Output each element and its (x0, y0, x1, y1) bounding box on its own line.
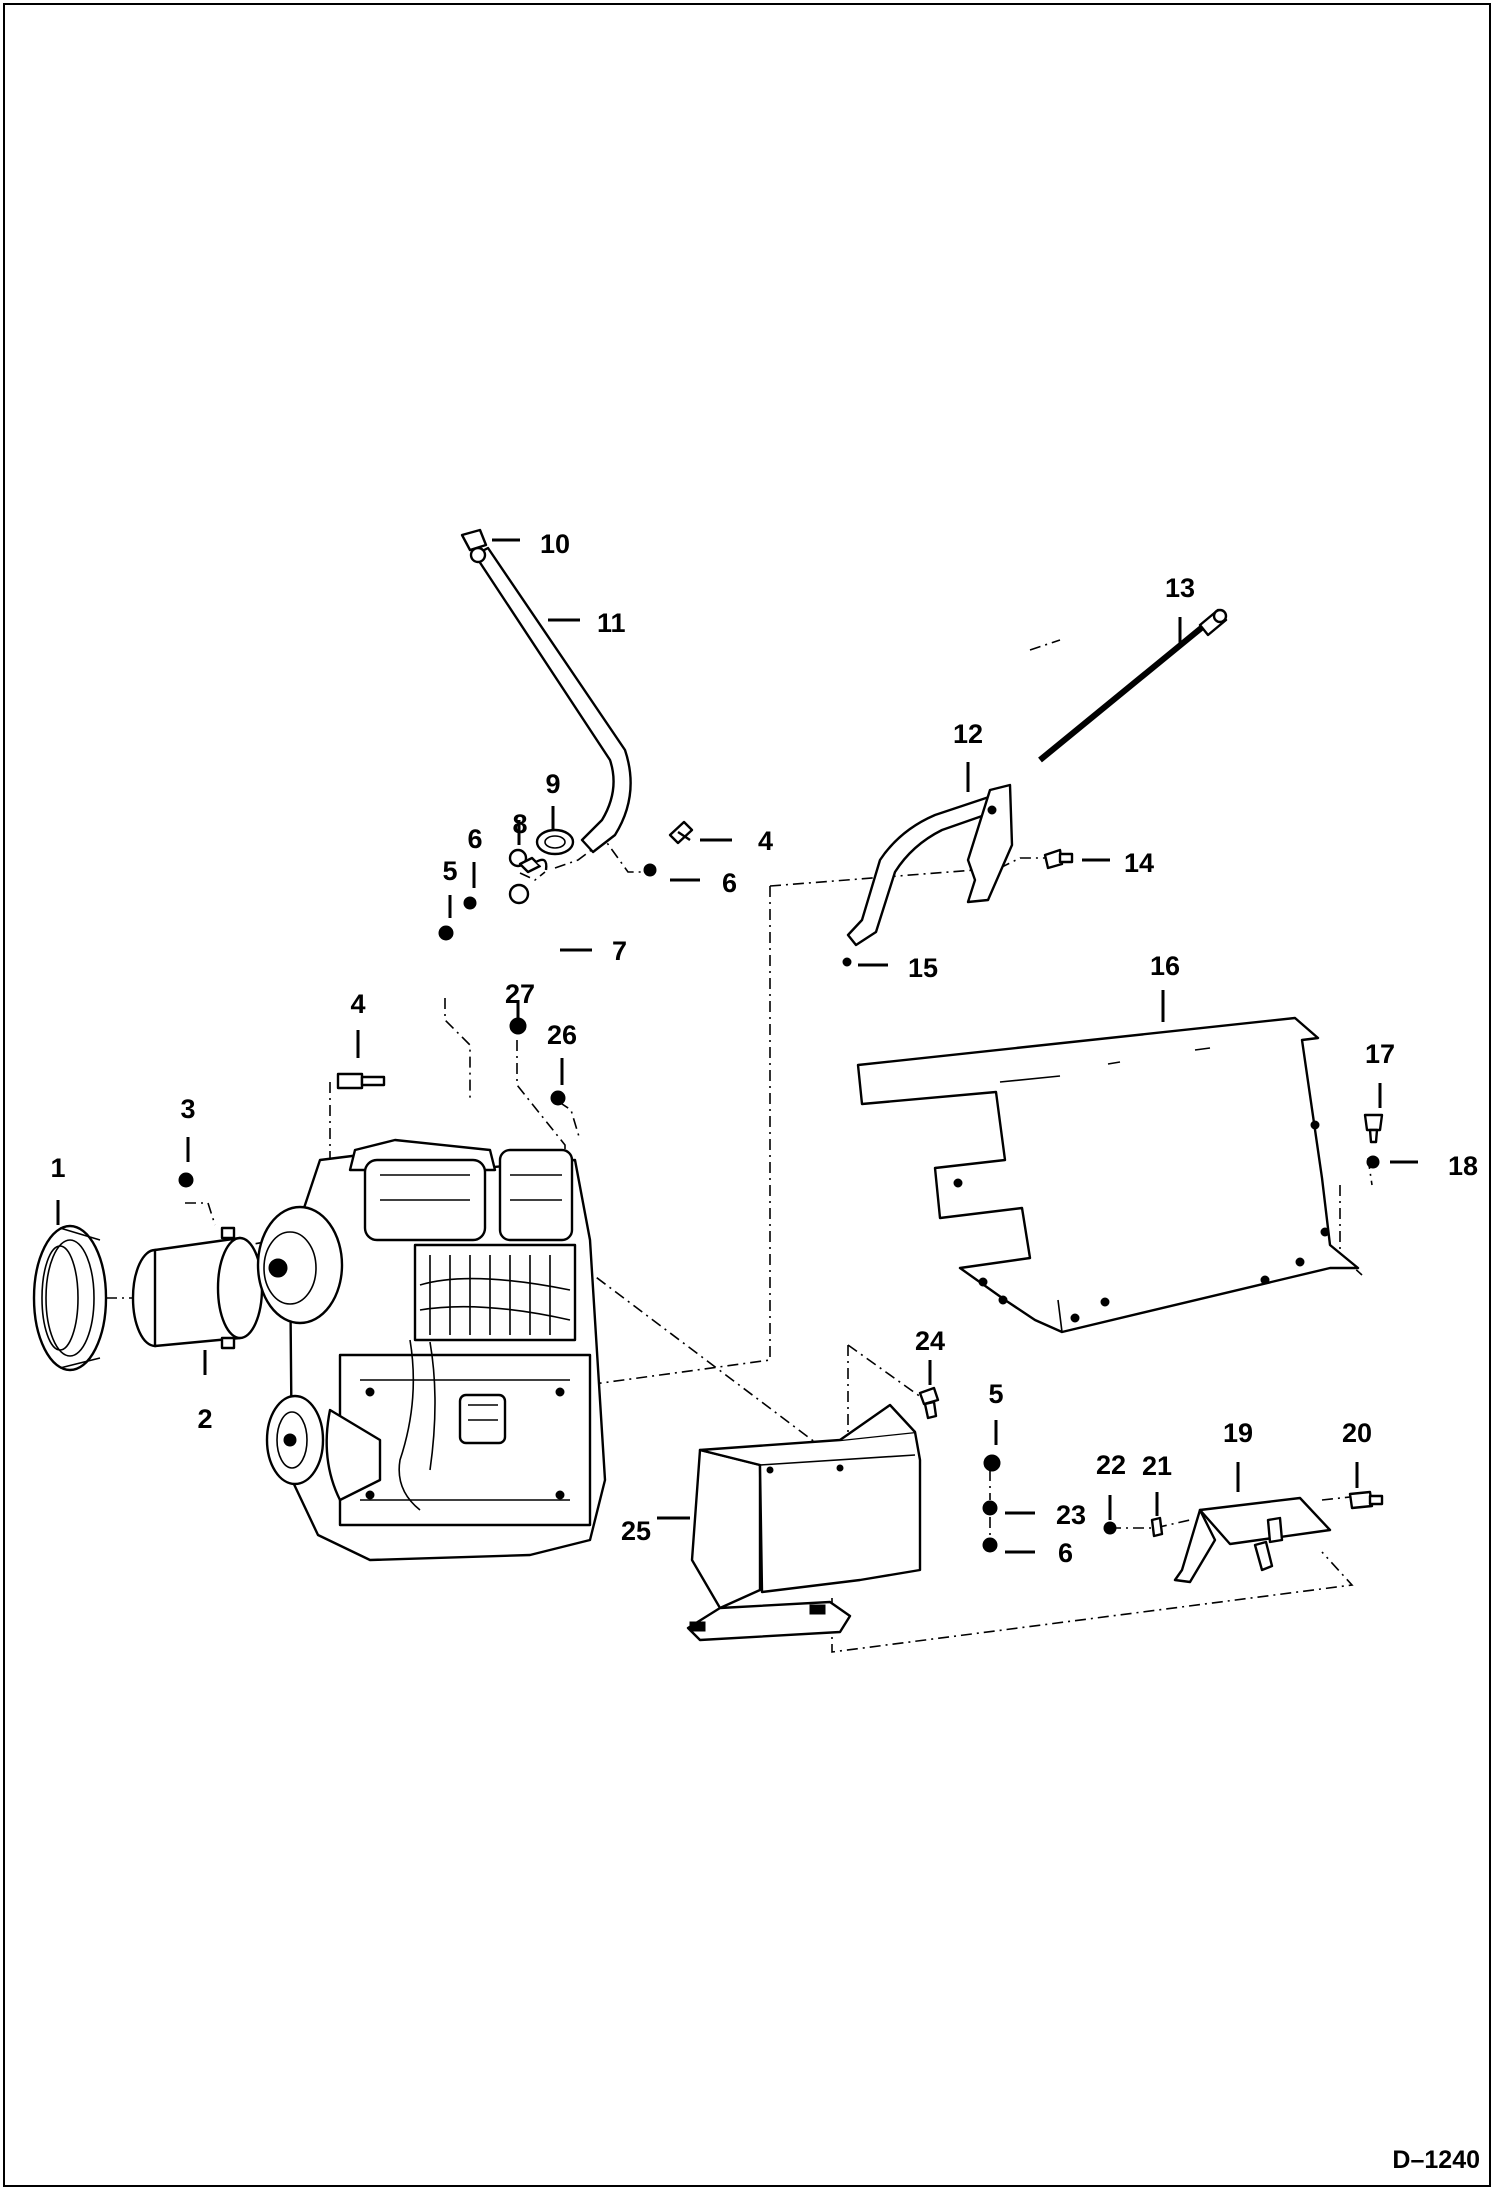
callout-7: 7 (612, 936, 627, 966)
part-13-dipstick (1038, 608, 1228, 763)
callout-10: 10 (540, 529, 570, 559)
part-16-panel (856, 1016, 1360, 1334)
callout-19: 19 (1223, 1418, 1253, 1448)
callout-6-upper: 6 (467, 824, 482, 854)
callout-1: 1 (50, 1153, 65, 1183)
callout-14: 14 (1124, 848, 1154, 878)
callout-11: 11 (597, 608, 626, 638)
callout-5-lower: 5 (988, 1379, 1003, 1409)
part-14-screw (1043, 848, 1074, 870)
callout-6-lower: 6 (1058, 1538, 1073, 1568)
part-12-dipstick-guide (842, 783, 1014, 967)
callout-25: 25 (621, 1516, 651, 1546)
callout-3: 3 (180, 1094, 195, 1124)
part-18-nut (1366, 1155, 1380, 1169)
callout-21: 21 (1142, 1451, 1172, 1481)
callout-12: 12 (953, 719, 983, 749)
part-17-screw (1363, 1113, 1384, 1144)
callout-4-upper: 4 (758, 826, 773, 856)
callout-24: 24 (915, 1326, 945, 1356)
callout-20: 20 (1342, 1418, 1372, 1448)
callout-17: 17 (1365, 1039, 1395, 1069)
part-3-nut (178, 1172, 194, 1188)
callout-4-engine: 4 (350, 989, 365, 1019)
callout-5-upper: 5 (442, 856, 457, 886)
part-2-drum (131, 1226, 264, 1350)
callout-16: 16 (1150, 951, 1180, 981)
callout-9: 9 (545, 769, 560, 799)
part-19-bracket (1173, 1496, 1332, 1584)
callout-22: 22 (1096, 1450, 1126, 1480)
callout-13: 13 (1165, 573, 1195, 603)
callout-23: 23 (1056, 1500, 1086, 1530)
fasteners-upper (336, 820, 694, 1106)
callout-2: 2 (197, 1404, 212, 1434)
engine-assembly (256, 1138, 607, 1562)
callout-15: 15 (908, 953, 938, 983)
callout-18: 18 (1448, 1151, 1478, 1181)
part-1-rim (32, 1224, 108, 1372)
callout-6-right: 6 (722, 868, 737, 898)
part-25-shroud (686, 1403, 922, 1642)
drawing-reference: D–1240 (1392, 2146, 1480, 2174)
fasteners-lower (918, 1386, 1384, 1553)
part-11-dipstick-tube (460, 528, 632, 856)
callout-8: 8 (512, 809, 527, 839)
callout-27: 27 (505, 979, 535, 1009)
callouts: 1 2 3 4 4 5 5 6 6 6 7 8 9 10 11 12 (50, 529, 1478, 1568)
callout-26: 26 (547, 1020, 577, 1050)
